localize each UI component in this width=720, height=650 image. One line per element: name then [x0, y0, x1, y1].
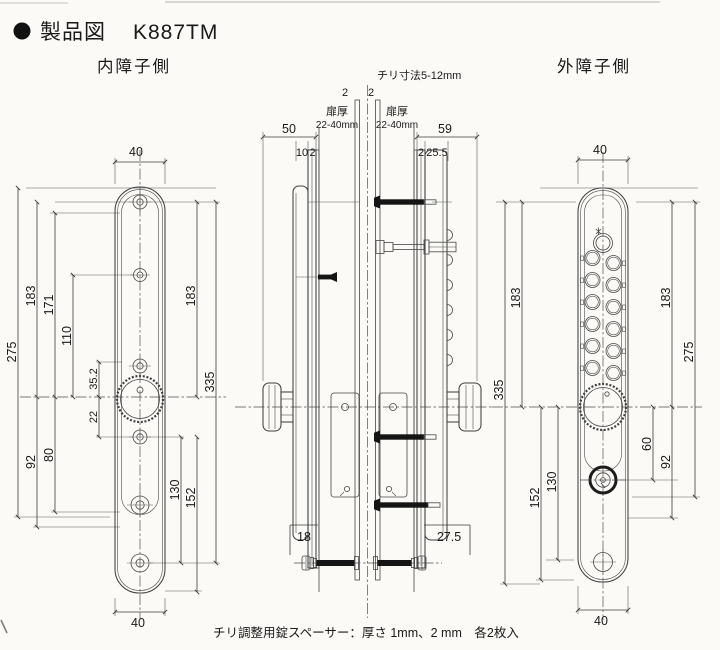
- right-dimension-lines: [502, 156, 698, 614]
- dim-130: 130: [168, 480, 182, 501]
- spacer-footnote: チリ調整用錠スペーサー：厚さ 1mm、2 mm 各2枚入: [213, 625, 519, 640]
- dim-40-top: 40: [129, 145, 143, 159]
- dim-92: 92: [24, 455, 38, 469]
- dim-183-left: 183: [509, 288, 523, 309]
- thumbturn-knob: [115, 374, 165, 424]
- dim-130: 130: [545, 472, 559, 493]
- outer-lock-section: [416, 149, 482, 569]
- dim-60: 60: [640, 437, 654, 451]
- screw-hole: [129, 192, 151, 212]
- door-thickness-left-1: 扉厚: [326, 105, 348, 118]
- center-top-dimensions: [260, 132, 480, 381]
- dim-335: 335: [203, 372, 217, 393]
- screw-hole: [127, 553, 153, 573]
- scan-artifacts: [0, 1, 660, 634]
- dim-10: 10: [296, 147, 308, 159]
- dim-2-left: 2: [309, 147, 315, 159]
- inner-side-view: 275 183 92 171 80 110 35.2 22 130 183 15…: [5, 145, 226, 630]
- screw-hole: [127, 493, 153, 517]
- dim-275: 275: [682, 342, 696, 363]
- spacer-2-left: 2: [342, 87, 348, 99]
- dim-152: 152: [528, 488, 542, 509]
- bottom-offset-dims: [289, 524, 471, 555]
- dim-50: 50: [282, 122, 296, 136]
- dim-183-right: 183: [184, 286, 198, 307]
- keypad-buttons: [580, 250, 626, 381]
- center-section-view: チリ寸法5-12mm 2 2 扉厚 22-40mm 扉厚 22-40mm 50 …: [235, 68, 492, 618]
- dim-59: 59: [438, 122, 452, 136]
- spacer-2-right: 2: [368, 87, 374, 99]
- inner-side-label: 内障子側: [97, 57, 171, 76]
- title-block: 製品図 K887TM 内障子側 外障子側: [13, 21, 631, 76]
- outer-lock-plate: [577, 152, 629, 620]
- door-thickness-left-2: 22-40mm: [316, 120, 358, 131]
- gap-backplate-right: [375, 99, 381, 581]
- outer-side-label: 外障子側: [557, 57, 631, 76]
- door-thickness-right-2: 22-40mm: [376, 120, 418, 131]
- adjust-bolt: [375, 239, 457, 255]
- door-thickness-right-1: 扉厚: [386, 105, 408, 118]
- dim-80: 80: [42, 448, 56, 462]
- outer-side-view: 335 183 152 130 60 183 92 275 40 40: [492, 143, 702, 628]
- dim-110: 110: [60, 326, 74, 346]
- dim-183-left: 183: [24, 286, 38, 307]
- spacer-screws: [294, 555, 442, 571]
- keypad-top-button: [593, 227, 613, 253]
- dim-335: 335: [492, 380, 506, 401]
- key-cylinder: [580, 465, 626, 495]
- dim-92: 92: [659, 455, 673, 469]
- dim-183-right: 183: [659, 288, 673, 309]
- drawing-title: 製品図: [40, 21, 106, 44]
- model-number: K887TM: [133, 21, 218, 44]
- outer-knob: [578, 382, 628, 432]
- dim-35-2: 35.2: [88, 368, 100, 389]
- mortise-lock-bodies: [330, 392, 408, 498]
- screw-hole: [130, 268, 150, 282]
- dim-25-5: 25.5: [426, 147, 447, 159]
- screw-hole: [129, 358, 151, 374]
- bottom-hole: [590, 549, 616, 575]
- keypad-bumps-profile: [446, 229, 453, 366]
- inner-lock-section: [262, 149, 317, 569]
- dim-40-bottom: 40: [131, 616, 145, 630]
- screw-hole: [129, 429, 151, 445]
- mounting-screws: [296, 195, 457, 512]
- dim-40-top: 40: [593, 143, 607, 157]
- dim-171: 171: [42, 295, 56, 316]
- dim-275: 275: [5, 342, 19, 363]
- dim-27-5: 27.5: [437, 530, 461, 544]
- dim-40-bottom: 40: [594, 614, 608, 628]
- dim-152: 152: [184, 488, 198, 509]
- left-dimension-lines: [15, 158, 219, 616]
- door-panels: [315, 99, 418, 592]
- left-extension-lines: [14, 187, 220, 592]
- gap-backplate-left: [354, 99, 360, 581]
- dim-18: 18: [297, 530, 311, 544]
- dim-22: 22: [88, 411, 100, 423]
- right-extension-lines: [492, 187, 702, 585]
- inner-lock-plate: [20, 150, 226, 620]
- gap-dimension-note: チリ寸法5-12mm: [377, 68, 461, 82]
- bullet-icon: [13, 22, 31, 40]
